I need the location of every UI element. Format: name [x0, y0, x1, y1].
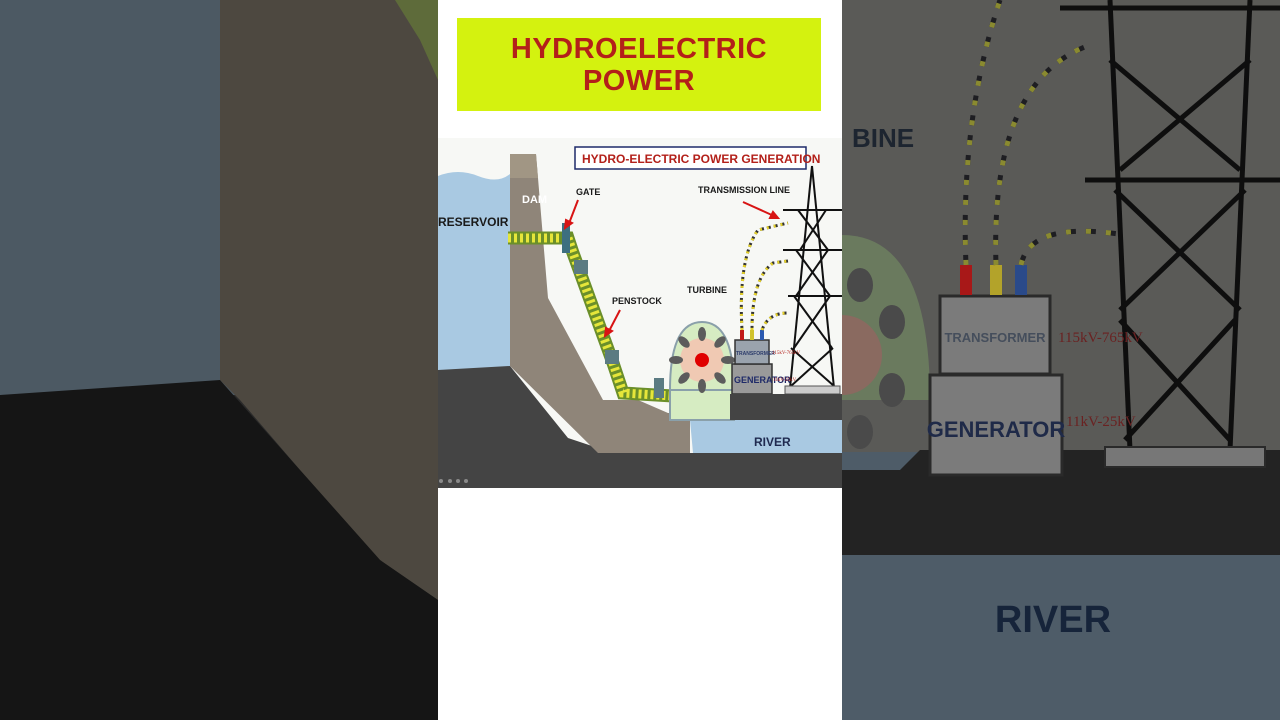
insulator-blue [760, 330, 764, 340]
hydro-diagram: HYDRO-ELECTRIC POWER GENERATION RESERVOI… [438, 138, 842, 488]
penstock-joint-1 [574, 260, 588, 274]
center-panel: HYDROELECTRIC POWER [438, 0, 842, 720]
turbine-base [669, 389, 735, 421]
bg-insulator-yellow [990, 265, 1002, 295]
dam-top [510, 154, 538, 178]
pointer-arrows [563, 199, 781, 339]
penstock-joint-2 [605, 350, 619, 364]
bg-transformer-box [938, 294, 1052, 376]
bg-generator-box [928, 373, 1064, 477]
turbine-hub [695, 353, 709, 367]
diagram-heading: HYDRO-ELECTRIC POWER GENERATION [582, 152, 820, 166]
insulator-yellow [750, 330, 754, 340]
bg-dam-left [220, 0, 438, 600]
bg-transformer-voltage: 115kV-765kV [1058, 330, 1143, 346]
diagram-heading-box [574, 146, 807, 170]
bg-insulator-blue [1015, 265, 1027, 295]
title-line-1: HYDROELECTRIC [510, 32, 768, 65]
reservoir-label: RESERVOIR [438, 215, 509, 229]
transformer-label: TRANSFORMER [736, 351, 775, 357]
slide-toolbar-icons [439, 479, 468, 483]
bg-tower [1060, 0, 1280, 451]
gate-label: GATE [576, 187, 600, 197]
transmission-line-label: TRANSMISSION LINE [698, 185, 790, 195]
transformer-voltage: 115kV-765kV [772, 351, 801, 356]
penstock-water [508, 233, 674, 401]
title-banner: HYDROELECTRIC POWER [457, 18, 821, 111]
reservoir-water [438, 172, 510, 376]
river-label: RIVER [754, 435, 791, 449]
generator-voltage: 11kV-25kV [773, 378, 797, 383]
transmission-cables [739, 221, 789, 331]
river-water [690, 420, 842, 453]
turbine-blades [669, 327, 735, 393]
turbine-label: TURBINE [687, 285, 727, 295]
transformer-box [734, 339, 770, 365]
bg-insulator-red [960, 265, 972, 295]
penstock-label: PENSTOCK [612, 296, 662, 306]
bg-generator-label: GENERATOR [927, 417, 1066, 442]
bg-cable-dots [962, 0, 1126, 266]
insulator-red [740, 330, 744, 340]
powerhouse-ground [730, 394, 842, 420]
bg-transformer-label: TRANSFORMER [944, 330, 1046, 345]
title-line-2: POWER [582, 64, 696, 97]
bg-tower-base [1104, 446, 1266, 468]
transmission-tower [783, 165, 842, 389]
generator-label: GENERATOR [734, 375, 791, 385]
penstock-joint-3 [654, 378, 664, 398]
ground [438, 366, 842, 488]
bg-turbine-blades [847, 268, 905, 449]
tower-base [784, 385, 841, 395]
bg-generator-voltage: 11kV-25kV [1066, 414, 1136, 430]
dam-label: DAM [522, 194, 547, 206]
bg-turbine-label: BINE [852, 123, 914, 153]
bg-river-label: RIVER [995, 599, 1111, 641]
bg-ground-left [0, 380, 438, 720]
bg-water-left [0, 0, 240, 395]
dam [510, 154, 690, 453]
gate-valve [562, 223, 570, 253]
bg-penstock-left [395, 0, 438, 80]
